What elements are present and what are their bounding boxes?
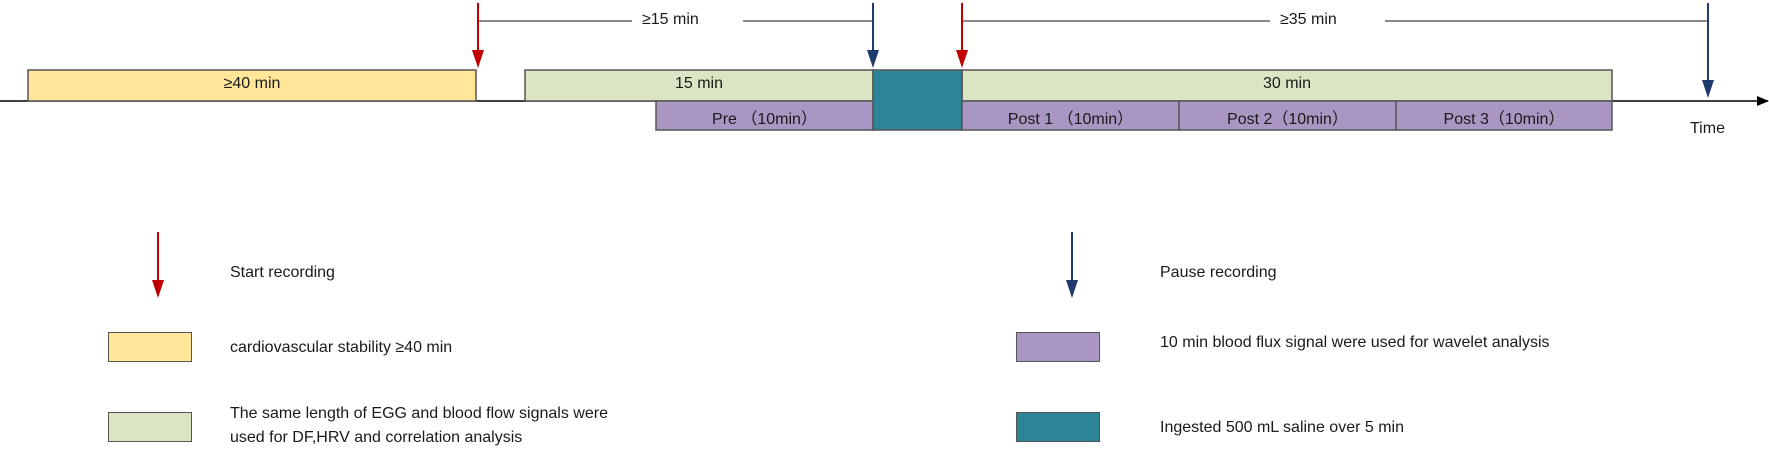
green-bar-pre [524, 69, 874, 102]
post2-label: Post 2（10min） [1227, 111, 1348, 128]
legend-purple-text: 10 min blood flux signal were used for w… [1160, 334, 1550, 351]
pre-label: Pre （10min） [712, 111, 817, 128]
start-arrow-1 [472, 3, 484, 68]
legend-start-text: Start recording [230, 264, 335, 281]
start-arrow-2 [956, 3, 968, 68]
green-pre-label: 15 min [674, 75, 724, 92]
legend-purple-swatch [1016, 332, 1100, 362]
legend-pause-text: Pause recording [1160, 264, 1277, 281]
green-post-label: 30 min [1262, 75, 1312, 92]
legend-green-swatch [108, 412, 192, 442]
span-second-label: ≥35 min [1280, 11, 1337, 28]
legend-stability-swatch [108, 332, 192, 362]
time-axis-label: Time [1690, 120, 1725, 137]
span-first-label: ≥15 min [642, 11, 699, 28]
post3-label: Post 3（10min） [1443, 111, 1565, 128]
legend-start-arrow-icon [152, 232, 164, 298]
post3-bar [1395, 100, 1613, 131]
pause-arrow-2 [1702, 3, 1714, 98]
legend-teal-swatch [1016, 412, 1100, 442]
stability-bar [27, 69, 477, 102]
legend-green-text-line2: used for DF,HRV and correlation analysis [230, 429, 523, 446]
legend-pause-arrow-icon [1066, 232, 1078, 298]
legend-teal-text: Ingested 500 mL saline over 5 min [1160, 419, 1404, 436]
legend-green-text-line1: The same length of EGG and blood flow si… [230, 405, 608, 422]
teal-bar [872, 69, 963, 131]
post1-label: Post 1 （10min） [1007, 111, 1134, 128]
pause-arrow-1 [867, 3, 879, 68]
legend-stability-text: cardiovascular stability ≥40 min [230, 339, 453, 356]
stability-bar-label: ≥40 min [223, 75, 281, 92]
